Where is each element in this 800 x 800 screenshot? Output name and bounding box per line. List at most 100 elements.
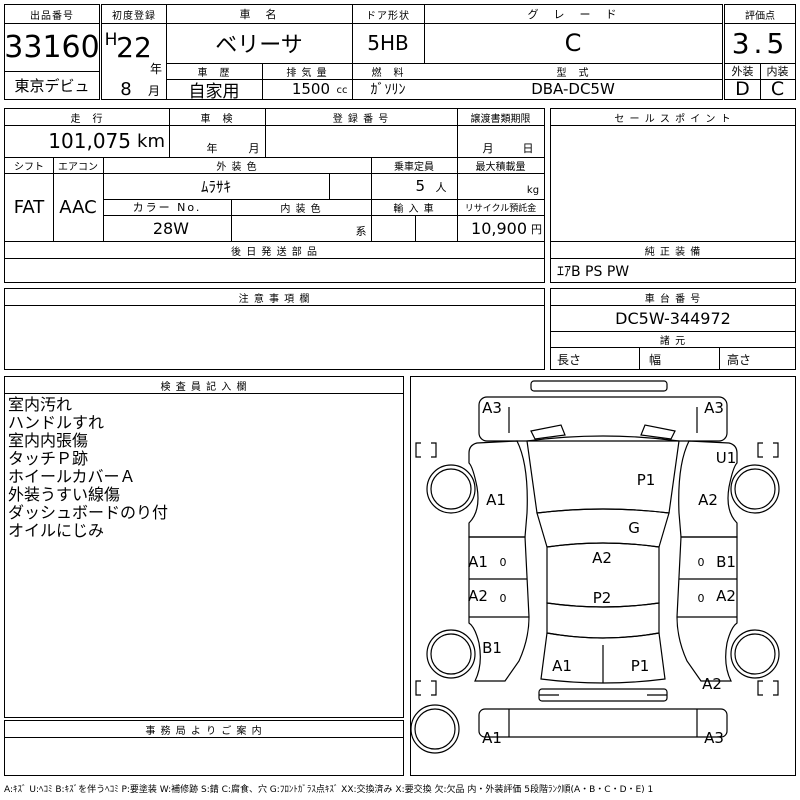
venue-label: 東京デビュ — [14, 76, 90, 95]
model-label: 型 式 — [556, 67, 590, 79]
door-label: ドア形状 — [366, 10, 410, 22]
mark-front-left: A3 — [482, 399, 502, 417]
equipment-box: 純 正 装 備 ｴｱB PS PW — [550, 241, 796, 283]
grade-label: グ レ ー ド — [527, 8, 619, 21]
recycle-unit: 円 — [531, 223, 542, 236]
car-name-label: 車 名 — [239, 8, 279, 21]
sales-points-label: セ ー ル ス ポ イ ン ト — [614, 113, 732, 125]
mark-left-rear-fender: B1 — [482, 639, 502, 657]
seats-value: 5 — [415, 177, 425, 195]
model-value: DBA-DC5W — [531, 80, 615, 98]
inspector-note: オイルにじみ — [8, 521, 105, 540]
history-label: 車 歴 — [197, 67, 231, 79]
specs-label: 諸 元 — [659, 335, 687, 347]
mark-tailgate-right: P1 — [630, 657, 650, 675]
mileage-unit: km — [137, 130, 165, 152]
inspector-title: 検 査 員 記 入 欄 — [160, 381, 248, 393]
chassis-value: DC5W-344972 — [615, 308, 731, 328]
front-bumper-inner — [508, 407, 698, 433]
mark-front-right: A3 — [704, 399, 724, 417]
lot-label: 出品番号 — [30, 10, 74, 22]
sales-points-box: セ ー ル ス ポ イ ン ト — [550, 108, 796, 242]
int-color-label: 内 装 色 — [280, 203, 322, 215]
color-value: ﾑﾗｻｷ — [200, 177, 231, 196]
exterior-grade: D — [735, 79, 750, 99]
mark-left-rear-door: A2 — [468, 587, 488, 605]
inspector-note: ダッシュボードのり付 — [8, 503, 169, 522]
displacement-value: 1500 — [291, 80, 330, 98]
width-label: 幅 — [649, 352, 662, 367]
int-color-unit: 系 — [355, 225, 367, 238]
mark-left-front-door: A1 — [468, 553, 488, 571]
shift-value: FAT — [13, 196, 45, 218]
bracket-left-top — [415, 442, 437, 458]
car-diagram — [411, 380, 780, 754]
displacement-unit: cc — [336, 84, 348, 96]
door-value: 5HB — [367, 31, 409, 55]
office-title: 事 務 局 よ り ご 案 内 — [145, 725, 263, 737]
mark-roof: A2 — [592, 549, 612, 567]
color-label: 外 装 色 — [216, 161, 258, 173]
inspection-label: 車 検 — [200, 113, 234, 125]
mark-rear-right: A3 — [704, 729, 724, 747]
damage-diagram-box: A3 A3 P1 U1 A1 A2 G A1 0 A2 0 B1 A2 0 P2… — [410, 376, 796, 776]
front-bumper — [478, 396, 728, 442]
score-value: 3.5 — [731, 26, 789, 60]
bracket-left-bottom — [415, 680, 437, 696]
recycle-value: 10,900 — [471, 218, 527, 238]
seats-label: 乗車定員 — [394, 161, 434, 173]
inspector-note: 室内内張傷 — [8, 431, 89, 450]
equipment-value: ｴｱB PS PW — [557, 263, 630, 280]
year-value: 22 — [116, 30, 152, 64]
mark-right-rear-fender: A2 — [702, 675, 722, 693]
chassis-box: 車 台 番 号 DC5W-344972 諸 元 長さ 幅 高さ — [550, 288, 796, 370]
tailgate — [540, 632, 666, 684]
mark-rear-left: A1 — [482, 729, 502, 747]
inspector-note: 外装うすい線傷 — [8, 485, 121, 504]
month-value: 8 — [120, 79, 132, 99]
mark-bonnet: P1 — [636, 471, 656, 489]
bonnet-lamps — [530, 424, 676, 440]
damage-legend: A:ｷｽﾞ U:ﾍｺﾐ B:ｷｽﾞを伴うﾍｺﾐ P:要塗装 W:補修跡 S:錆 … — [4, 785, 654, 795]
mark-zero-left-front: 0 — [499, 555, 507, 569]
notices-label: 注 意 事 項 欄 — [238, 293, 311, 305]
office-box: 事 務 局 よ り ご 案 内 — [4, 720, 404, 776]
interior-grade: C — [770, 79, 785, 99]
inspector-note: 室内汚れ — [8, 395, 73, 414]
rear-bumper-bar — [478, 708, 728, 738]
length-label: 長さ — [557, 352, 582, 367]
ac-label: エアコン — [58, 161, 98, 173]
transfer-day-unit: 日 — [522, 142, 534, 155]
right-body-side-rear — [676, 536, 738, 682]
height-label: 高さ — [727, 352, 752, 367]
fuel-label: 燃 料 — [371, 67, 405, 79]
displacement-label: 排 気 量 — [286, 67, 328, 79]
mark-zero-left-rear: 0 — [499, 591, 507, 605]
recycle-label: リサイクル預託金 — [464, 203, 537, 214]
score-box: 評価点 3.5 外装 内装 D C — [724, 4, 796, 100]
first-reg-label: 初度登録 — [112, 10, 156, 22]
car-name-value: ベリーサ — [215, 33, 303, 58]
spare-wheel — [411, 704, 460, 754]
mark-zero-right-front: 0 — [697, 555, 705, 569]
inspector-box: 検 査 員 記 入 欄 — [4, 376, 404, 718]
mark-left-front-fender: A1 — [486, 491, 506, 509]
year-unit: 年 — [149, 61, 162, 76]
reg-no-label: 登 録 番 号 — [332, 113, 390, 125]
wheel-front-left — [426, 464, 476, 514]
month-unit: 月 — [147, 83, 160, 98]
mark-tailgate-left: A1 — [552, 657, 572, 675]
inspection-year-unit: 年 — [206, 142, 218, 155]
score-label: 評価点 — [745, 10, 775, 22]
ac-value: AAC — [59, 196, 97, 218]
inspection-month-unit: 月 — [248, 142, 260, 155]
wheel-rear-right — [730, 629, 780, 679]
load-label: 最大積載量 — [475, 161, 526, 173]
history-value: 自家用 — [188, 81, 240, 100]
mark-right-front-fender-lower: A2 — [698, 491, 718, 509]
mark-right-front-fender: U1 — [715, 449, 737, 467]
mark-rear-glass: P2 — [592, 589, 612, 607]
mileage-value: 101,075 — [48, 129, 131, 153]
chassis-label: 車 台 番 号 — [644, 293, 702, 305]
